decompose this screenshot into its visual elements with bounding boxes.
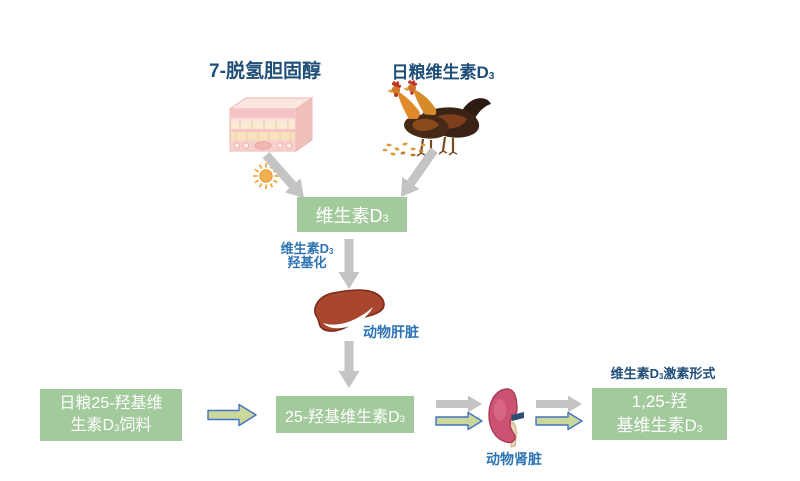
arrow-feed-to-25ohd3 <box>207 403 257 427</box>
label-dietary-vitamin-d3: 日粮维生素D3 <box>391 63 495 82</box>
label-hydroxylation: 维生素D3 羟基化 <box>280 241 334 271</box>
node-vitamin-d3: 维生素D3 <box>297 197 407 232</box>
chicken-feed-illustration <box>382 80 491 158</box>
arrow-liver-to-25ohd3 <box>338 341 360 388</box>
arrow-25ohd3-to-kidney-gray <box>436 395 482 413</box>
liver-illustration <box>314 289 385 332</box>
node-calcitriol: 1,25-羟 基维生素D3 <box>592 388 727 440</box>
node-25ohd3: 25-羟基维生素D3 <box>276 396 414 433</box>
kidney-illustration <box>488 388 524 448</box>
caption-kidney: 动物肾脏 <box>486 451 542 467</box>
node-vitamin-d3-label: 维生素D3 <box>315 205 389 226</box>
subscript: 3 <box>399 414 406 426</box>
arrow-25ohd3-to-kidney-green <box>435 411 483 431</box>
subscript: 3 <box>114 422 120 434</box>
subscript: 3 <box>659 371 664 381</box>
arrow-kidney-to-calcitriol-green <box>535 411 583 431</box>
subscript: 3 <box>696 423 703 435</box>
skin-layers-illustration <box>228 97 314 152</box>
caption-liver: 动物肝脏 <box>363 324 419 340</box>
subscript: 3 <box>382 213 389 226</box>
subscript: 3 <box>488 70 495 82</box>
label-7-dehydrocholesterol: 7-脱氢胆固醇 <box>209 61 321 82</box>
sun-icon <box>253 163 279 189</box>
node-dietary-25ohd3-feed: 日粮25-羟基维 生素D3饲料 <box>40 389 182 441</box>
label-hormone-form: 维生素D3激素形式 <box>610 366 716 381</box>
arrow-kidney-to-calcitriol-gray <box>536 395 582 413</box>
subscript: 3 <box>329 246 334 256</box>
